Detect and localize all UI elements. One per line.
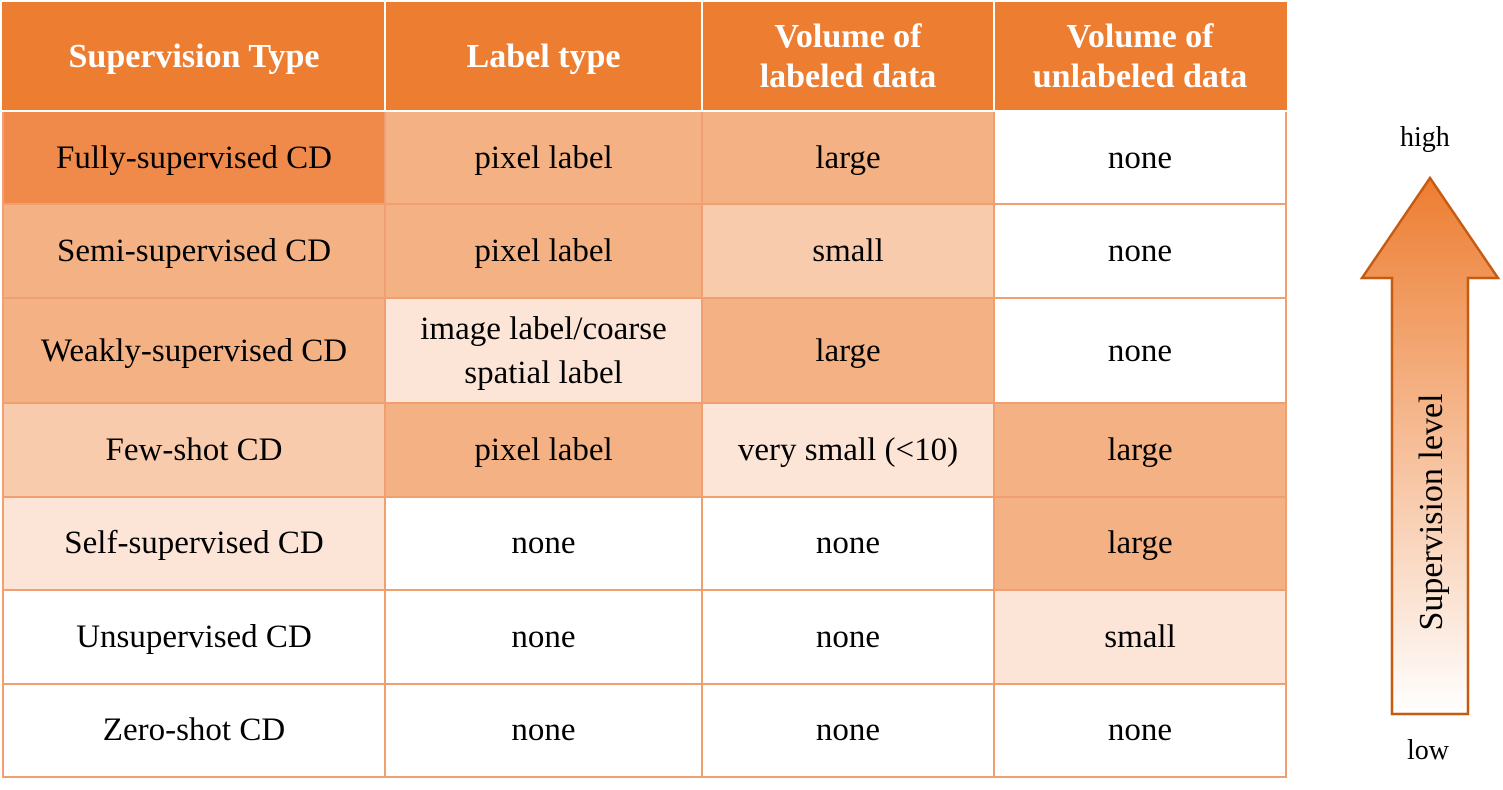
header-text-line-1: Volume of [774, 18, 922, 55]
header-volume-labeled: Volume of labeled data [701, 2, 995, 112]
cell-label-type: none [384, 589, 703, 685]
header-text-line-2: labeled data [759, 58, 937, 95]
cell-label-type: none [384, 682, 703, 778]
table-row: Weakly-supervised CD image label/coarse … [2, 296, 1287, 405]
cell-volume-labeled: none [701, 589, 995, 685]
up-arrow-shape [1359, 175, 1501, 716]
cell-volume-labeled: very small (<10) [701, 402, 995, 498]
header-volume-unlabeled: Volume of unlabeled data [993, 2, 1287, 112]
header-supervision-type: Supervision Type [2, 2, 386, 112]
cell-supervision-type: Self-supervised CD [2, 495, 386, 592]
cell-volume-unlabeled: none [993, 296, 1287, 405]
header-text-line-2: unlabeled data [1032, 58, 1248, 95]
cell-label-type: image label/coarse spatial label [384, 296, 703, 405]
cell-volume-unlabeled: none [993, 682, 1287, 778]
cell-supervision-type: Weakly-supervised CD [2, 296, 386, 405]
cell-volume-unlabeled: large [993, 495, 1287, 592]
cell-volume-unlabeled: none [993, 203, 1287, 299]
cell-volume-labeled: none [701, 682, 995, 778]
cell-supervision-type: Unsupervised CD [2, 589, 386, 685]
header-text: Supervision Type [68, 38, 320, 75]
table-row: Zero-shot CD none none none [2, 682, 1287, 778]
table-row: Unsupervised CD none none small [2, 589, 1287, 685]
high-label: high [1400, 122, 1450, 153]
cell-supervision-type: Fully-supervised CD [2, 109, 386, 206]
cell-volume-unlabeled: small [993, 589, 1287, 685]
cell-supervision-type: Few-shot CD [2, 402, 386, 498]
cell-volume-labeled: large [701, 296, 995, 405]
header-label-type: Label type [384, 2, 703, 112]
table-row: Fully-supervised CD pixel label large no… [2, 109, 1287, 206]
cell-volume-unlabeled: none [993, 109, 1287, 206]
cell-text-line-1: image label/coarse [420, 310, 667, 347]
cell-label-type: pixel label [384, 109, 703, 206]
cell-volume-labeled: small [701, 203, 995, 299]
cell-supervision-type: Zero-shot CD [2, 682, 386, 778]
supervision-level-title: Supervision level [1413, 393, 1450, 631]
table-header-row: Supervision Type Label type Volume of la… [2, 2, 1287, 112]
cell-volume-labeled: large [701, 109, 995, 206]
cell-label-type: none [384, 495, 703, 592]
cell-text-line-2: spatial label [464, 354, 623, 391]
header-text-line-1: Volume of [1066, 18, 1214, 55]
cell-volume-labeled: none [701, 495, 995, 592]
table-row: Few-shot CD pixel label very small (<10)… [2, 402, 1287, 498]
cell-volume-unlabeled: large [993, 402, 1287, 498]
low-label: low [1407, 735, 1449, 766]
table-row: Self-supervised CD none none large [2, 495, 1287, 592]
supervision-type-table: Supervision Type Label type Volume of la… [2, 2, 1287, 778]
table-row: Semi-supervised CD pixel label small non… [2, 203, 1287, 299]
cell-supervision-type: Semi-supervised CD [2, 203, 386, 299]
supervision-level-arrow [1359, 175, 1501, 716]
header-text: Label type [466, 38, 621, 75]
cell-label-type: pixel label [384, 203, 703, 299]
cell-label-type: pixel label [384, 402, 703, 498]
